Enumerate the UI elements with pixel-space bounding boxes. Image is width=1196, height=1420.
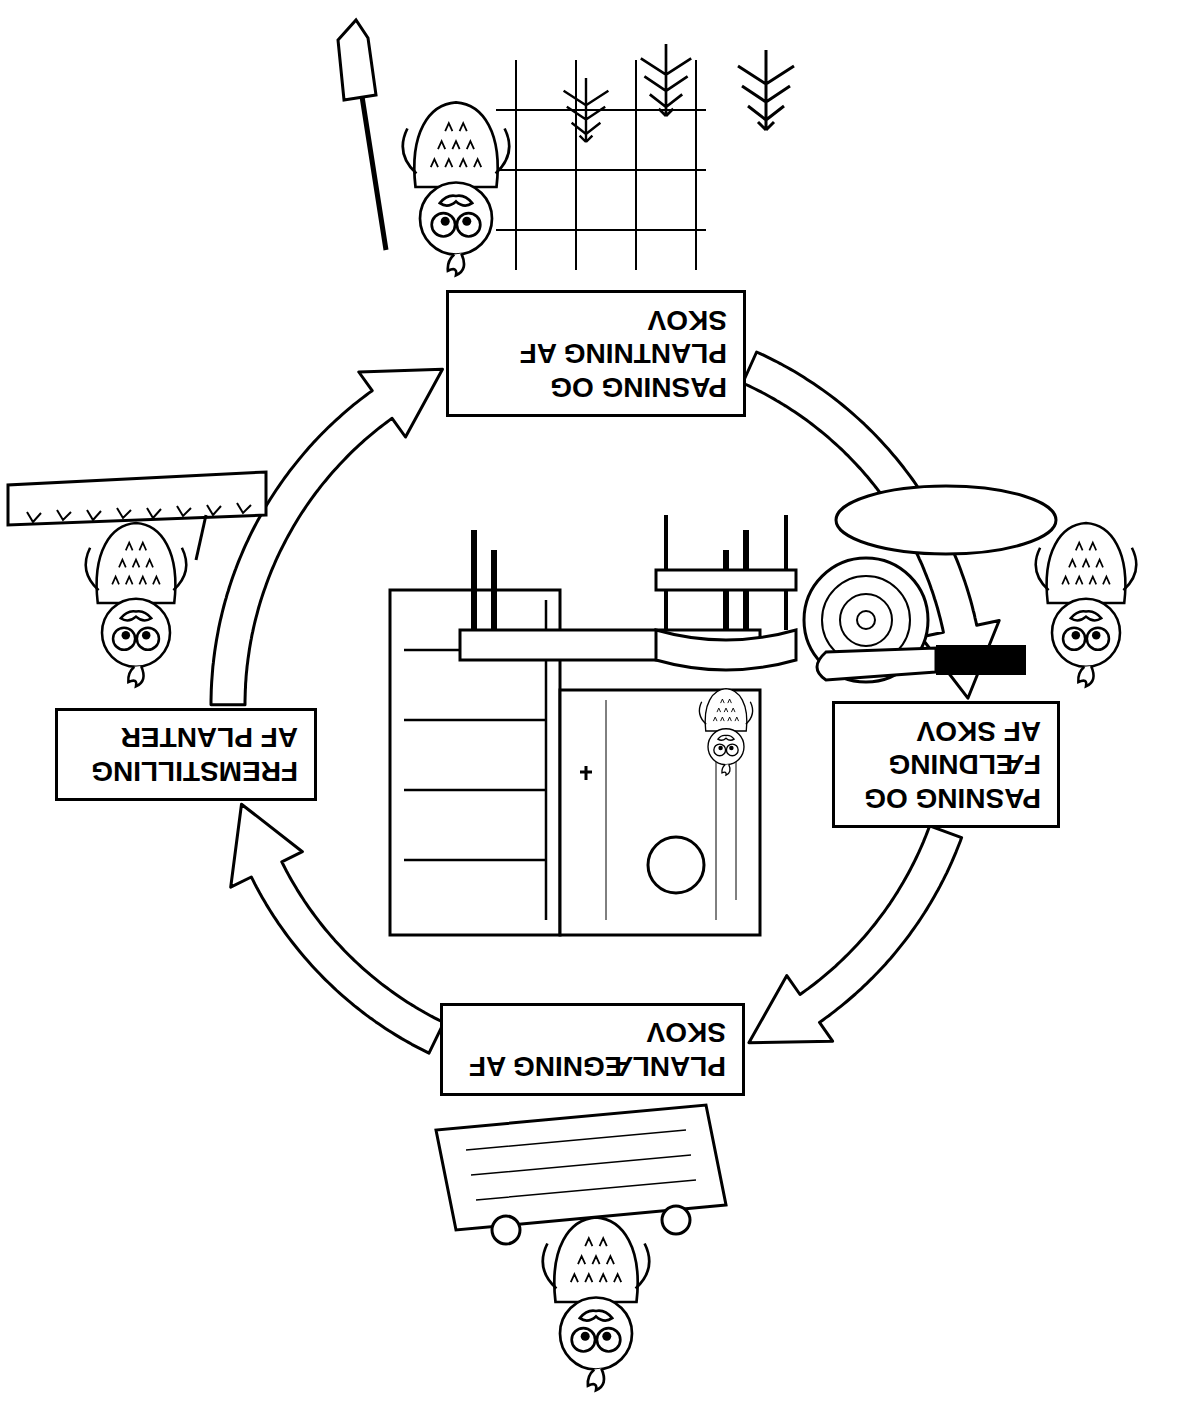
box-label: PASNING OG FÆLDNING AF SKOV: [851, 714, 1041, 815]
box-label: PLANLÆGNING AF SKOV: [459, 1016, 726, 1083]
process-box: FREMSTILLING AF PLANTER: [55, 708, 317, 801]
cycle-arrow: [749, 826, 962, 1043]
process-box: PASNING OG FÆLDNING AF SKOV: [832, 701, 1060, 828]
process-box: PASNING OG PLANTNING AF SKOV: [446, 290, 746, 417]
process-box: PLANLÆGNING AF SKOV: [440, 1003, 745, 1096]
box-label: PASNING OG PLANTNING AF SKOV: [465, 303, 727, 404]
box-label: FREMSTILLING AF PLANTER: [74, 721, 298, 788]
